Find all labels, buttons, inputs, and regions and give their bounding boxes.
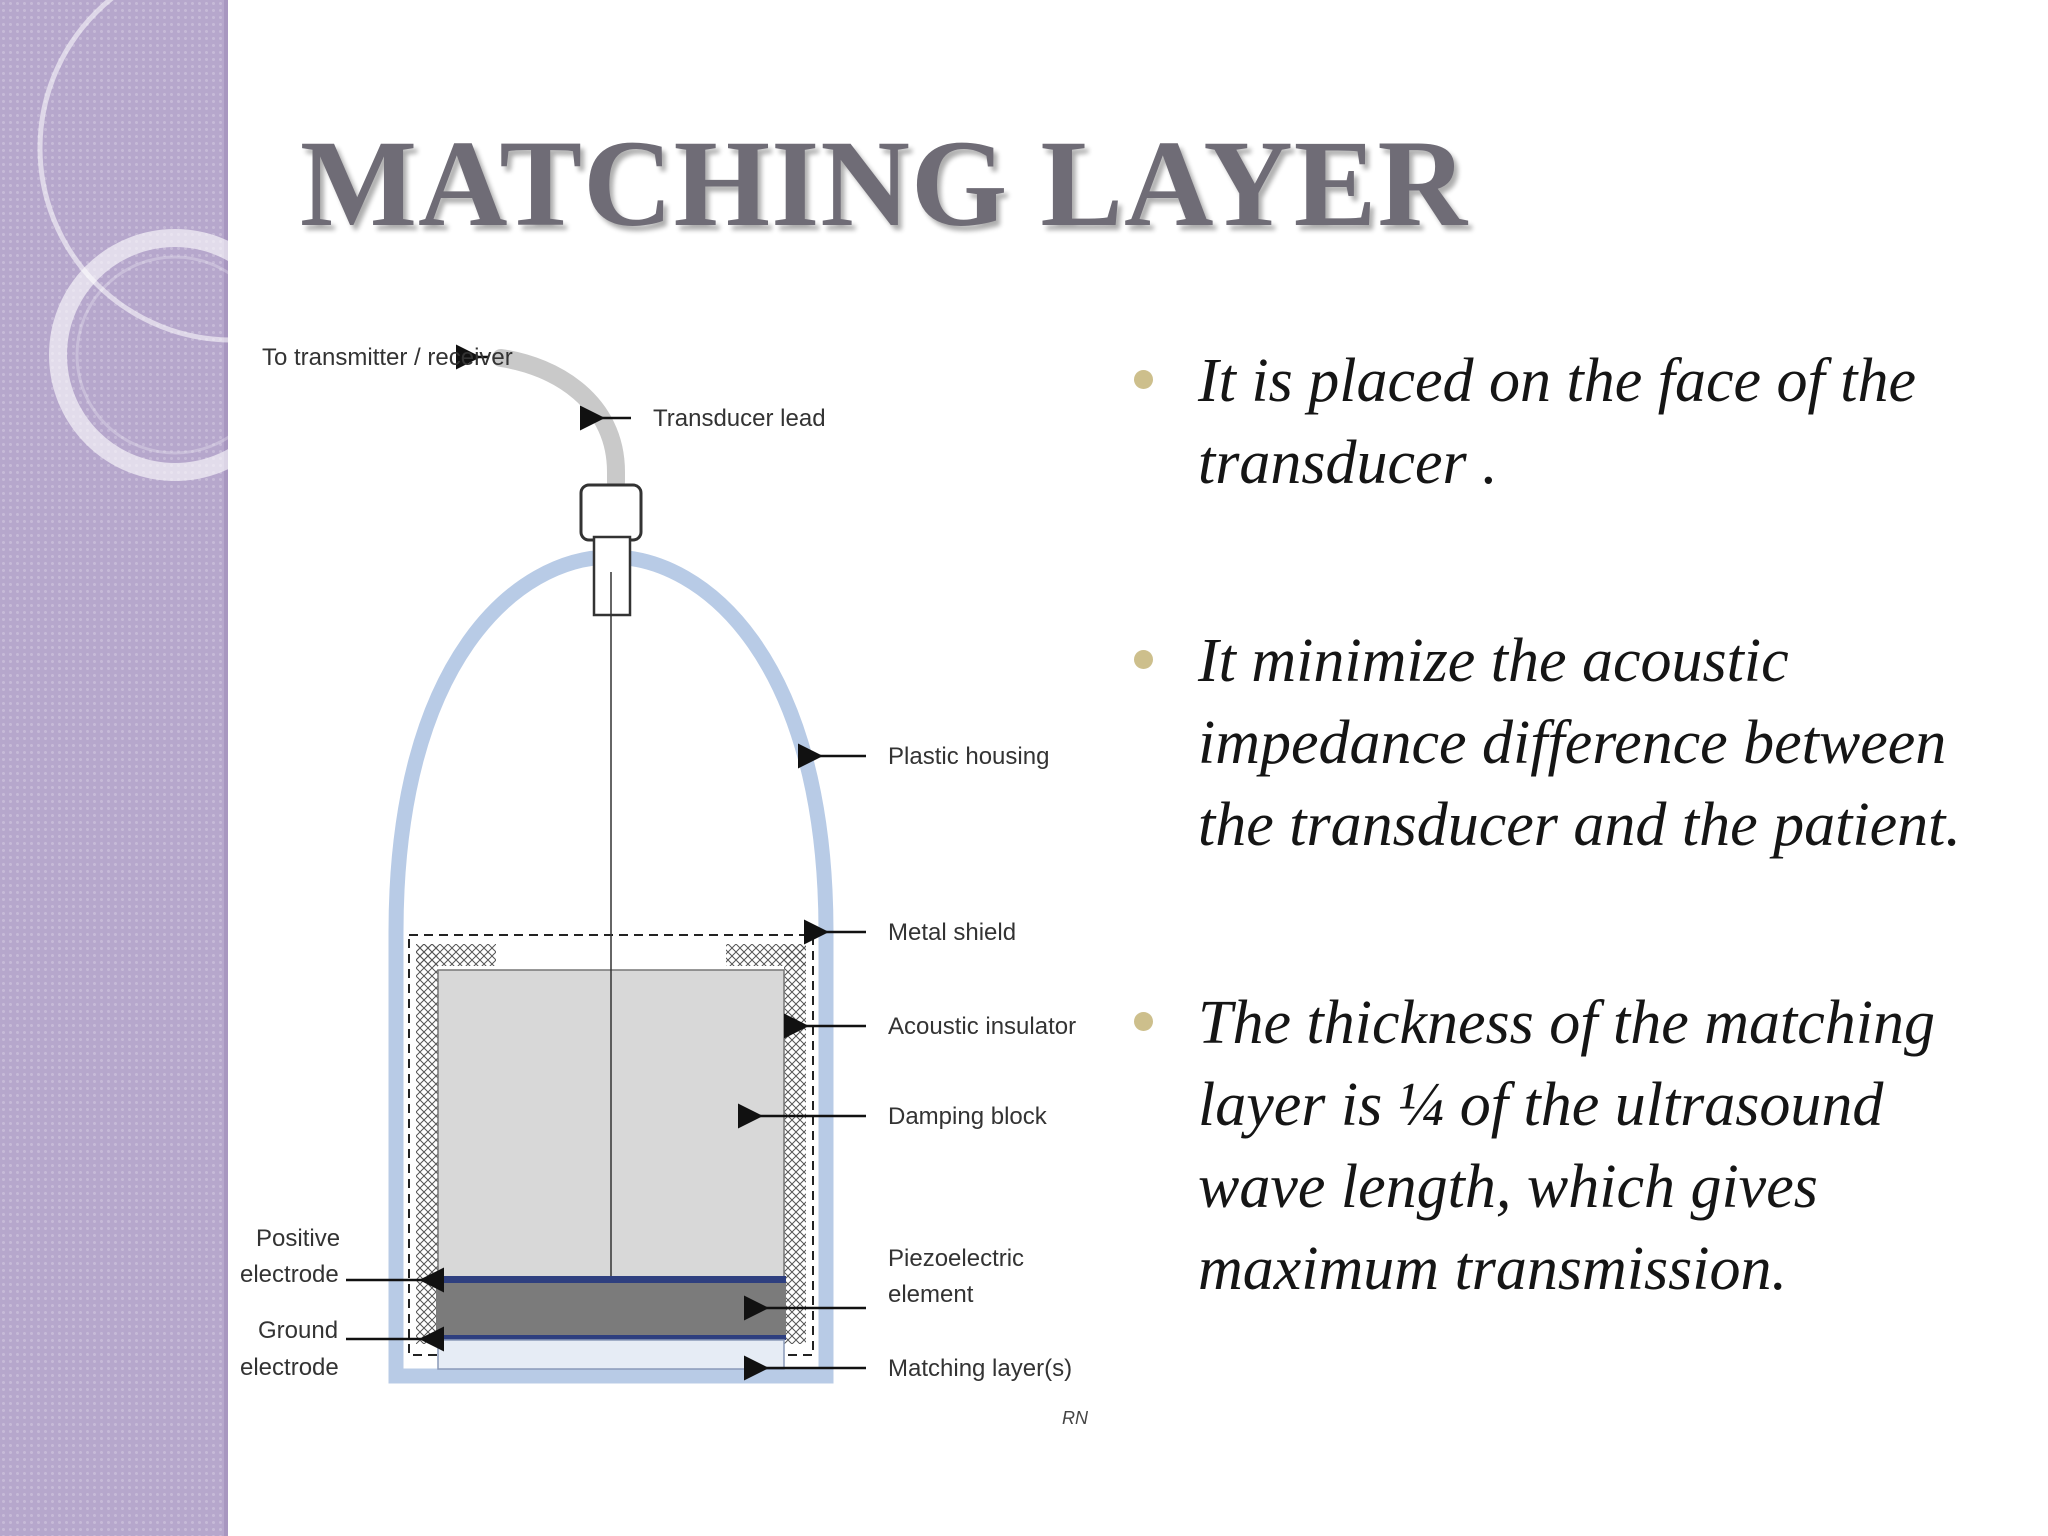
transducer-diagram: To transmitter / receiver Transducer lea… [240, 344, 1089, 1428]
bullet-dot [1134, 370, 1153, 389]
slide-title: MATCHING LAYER [300, 115, 1469, 252]
label-metal-shield: Metal shield [888, 919, 1016, 946]
label-matching-layers: Matching layer(s) [888, 1355, 1072, 1382]
label-plastic-housing: Plastic housing [888, 743, 1049, 770]
label-positive-electrode-line1: Positive [256, 1225, 340, 1252]
acoustic-insulator-top-right [726, 944, 806, 966]
bullet-text: It minimize the acoustic impedance diffe… [1198, 627, 1961, 859]
label-damping-block: Damping block [888, 1103, 1048, 1130]
ground-electrode [436, 1335, 786, 1340]
acoustic-insulator-right [784, 944, 806, 1344]
label-piezoelectric-line1: Piezoelectric [888, 1245, 1024, 1272]
label-piezoelectric-line2: element [888, 1281, 974, 1308]
matching-layer [437, 1339, 785, 1370]
label-positive-electrode-line2: electrode [240, 1261, 339, 1288]
label-ground-electrode-line2: electrode [240, 1354, 339, 1381]
piezoelectric-element [436, 1283, 786, 1335]
transducer-lead-cable [492, 349, 625, 491]
acoustic-insulator-left [416, 944, 438, 1344]
label-ground-electrode-line1: Ground [258, 1317, 338, 1344]
bullet-dot [1134, 650, 1153, 669]
label-credit: RN [1062, 1408, 1089, 1428]
bullet-dot [1134, 1012, 1153, 1031]
side-decoration-strip [0, 0, 228, 1536]
label-to-transmitter: To transmitter / receiver [262, 344, 513, 371]
bullet-text: It is placed on the face of the transduc… [1198, 347, 1916, 497]
connector-stem [592, 535, 632, 617]
label-transducer-lead: Transducer lead [653, 405, 826, 432]
label-acoustic-insulator: Acoustic insulator [888, 1013, 1076, 1040]
bullet-text: The thickness of the matching layer is ¼… [1198, 989, 1935, 1303]
side-strip-edge [224, 0, 228, 1536]
cable-connector [579, 483, 643, 542]
positive-electrode [436, 1276, 786, 1283]
acoustic-insulator-top-left [416, 944, 496, 966]
